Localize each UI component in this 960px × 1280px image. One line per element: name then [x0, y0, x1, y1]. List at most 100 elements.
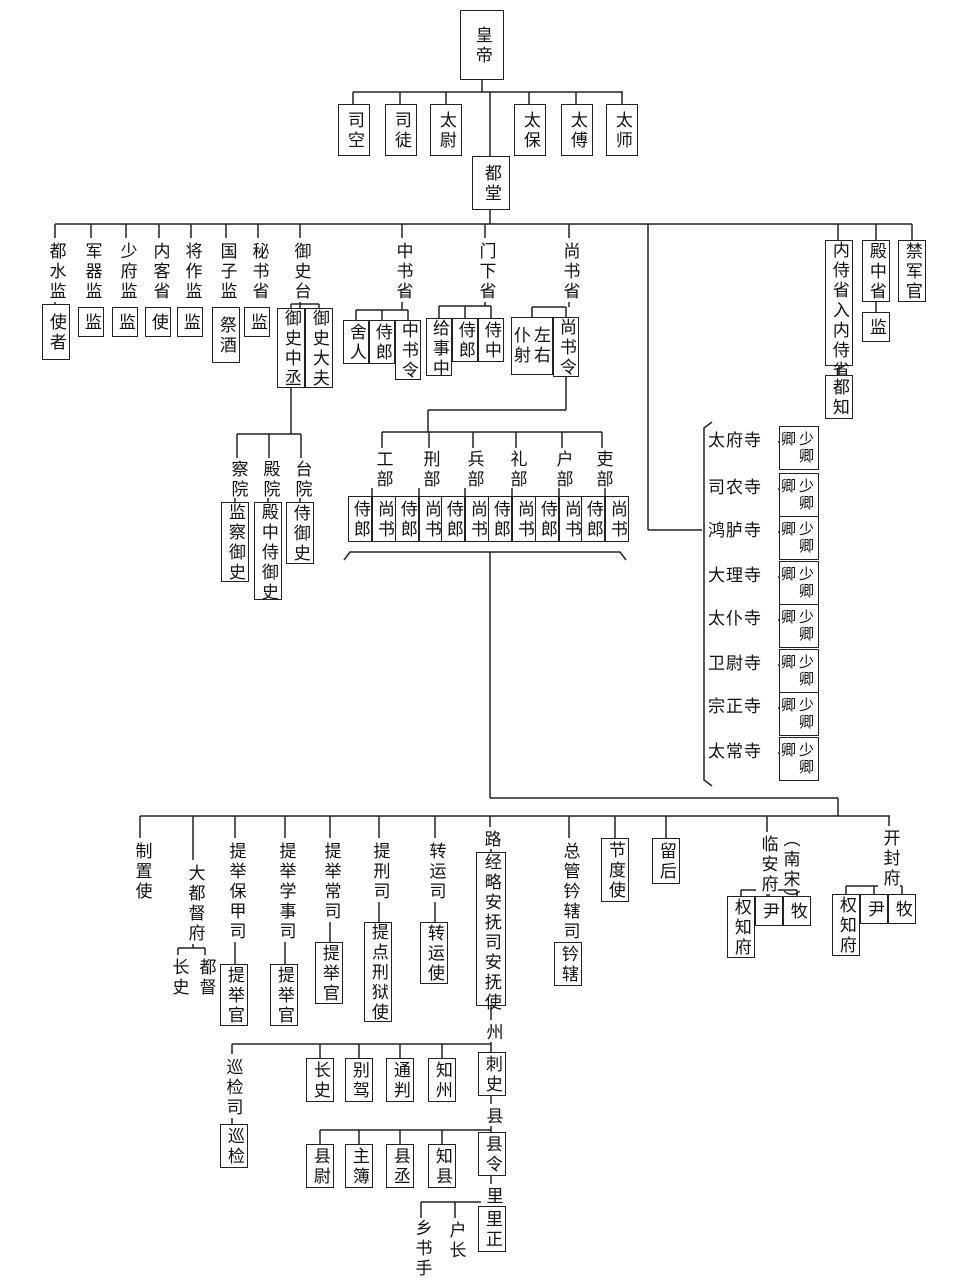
node-taipusi-qing: 少卿卿 [779, 604, 819, 648]
node-zhou: 州 [481, 1020, 503, 1043]
node-tijuxueshisi-guan: 提举官 [270, 964, 298, 1026]
node-label: 巡检 [223, 1127, 244, 1168]
node-sinongsi-qing: 少卿卿 [779, 473, 819, 517]
node-label: 开封府 [879, 829, 900, 889]
node-taichangsi-qing: 少卿卿 [779, 737, 819, 781]
node-taifusi: 太府寺 [708, 432, 778, 452]
node-label: 监 [80, 313, 101, 334]
node-jishizhong: 给事中 [426, 318, 452, 379]
node-mx-shilang: 侍郎 [452, 318, 478, 362]
node-changshi: 长史 [167, 955, 189, 998]
node-label: 尚书令 [555, 318, 576, 379]
node-li: 里 [481, 1184, 503, 1207]
node-label: 尚书省 [559, 242, 580, 302]
node-label: 监 [865, 318, 886, 339]
node-cishi: 刺史 [478, 1052, 506, 1096]
node-label: 监 [179, 313, 200, 334]
node-taishi: 太师 [606, 104, 638, 156]
node-label: 监察御史 [224, 503, 245, 584]
node-biejia: 别驾 [345, 1058, 373, 1102]
node-zhixian: 知县 [428, 1144, 456, 1188]
node-dalisi: 大理寺 [708, 567, 778, 587]
node-bingbu-shangshu: 尚书 [465, 496, 489, 542]
node-mishusheng: 秘书省 [247, 238, 269, 302]
node-label: 禁军官 [901, 242, 922, 303]
node-taichangsi: 太常寺 [708, 743, 778, 763]
node-label: 中书令 [397, 321, 418, 382]
node-dianzhongshiyushi: 殿中侍御史 [254, 502, 282, 603]
node-label: 太尉 [435, 111, 456, 152]
node-dushuijian: 都水监 [44, 238, 66, 302]
node-label: 侍中 [480, 321, 501, 362]
node-label: 尚书 [373, 500, 394, 541]
node-label: 提举官 [273, 966, 294, 1027]
node-label: 门下省 [475, 242, 496, 302]
node-label: 舍人 [345, 323, 366, 364]
node-dianzhongsheng: 殿中省 [862, 240, 890, 302]
node-tijuchangsi: 提举常司 [319, 838, 341, 922]
node-zhongshuling: 中书令 [395, 320, 421, 382]
node-libu2: 吏部 [591, 448, 613, 490]
node-tixingsi: 提刑司 [368, 838, 390, 902]
node-label: 太仆寺 [708, 609, 762, 629]
node-label: 内侍省入内侍省 [828, 241, 849, 381]
node-dianzhongsheng-jian: 监 [862, 312, 890, 342]
node-zhubu: 主簿 [345, 1144, 373, 1188]
node-la-quanzhifu: 权知府 [727, 896, 755, 958]
node-tijubaojiasi-guan: 提举官 [220, 964, 248, 1026]
node-label: 钤辖 [557, 945, 578, 986]
node-la-mu: 牧 [783, 896, 811, 926]
node-label: 节度使 [604, 841, 625, 902]
node-label: 权知府 [730, 898, 751, 959]
node-label: 留后 [655, 842, 676, 883]
node-label: 殿院 [259, 460, 280, 500]
node-hubu: 户部 [551, 448, 573, 490]
node-label: 都知 [828, 378, 849, 419]
node-label: 侍郎 [536, 500, 557, 541]
node-emperor: 皇帝 [460, 10, 504, 80]
node-taibao: 太保 [514, 104, 546, 156]
node-label: 太保 [519, 111, 540, 152]
node-label: 殿中省 [865, 242, 886, 303]
node-label: 尹 [863, 900, 884, 921]
node-label: 监 [114, 313, 135, 334]
node-label: 鸿胪寺 [708, 521, 762, 541]
node-label: 礼部 [506, 450, 527, 490]
node-label: 监 [246, 313, 267, 334]
node-label: 州 [482, 1023, 503, 1043]
node-menxiasheng: 门下省 [474, 238, 496, 302]
node-label: 提点刑狱使 [367, 923, 388, 1024]
node-label: 路 [480, 830, 501, 850]
node-label: 少卿卿 [779, 566, 815, 600]
node-label: （南宋） [779, 830, 800, 910]
node-taifusi-qing: 少卿卿 [779, 426, 819, 470]
node-jianchayushi: 监察御史 [221, 502, 249, 584]
node-xingbu-shilang: 侍郎 [395, 496, 419, 542]
node-label: 国子监 [216, 242, 237, 302]
node-label: 侍郎 [489, 500, 510, 541]
node-label: 都堂 [480, 164, 501, 205]
node-xianwei: 县尉 [306, 1144, 334, 1188]
node-gongbu: 工部 [371, 448, 393, 490]
node-shiyushi: 侍御史 [286, 502, 314, 564]
node-zongguanqianxiasi: 总管钤辖司 [558, 838, 580, 942]
node-label: 制置使 [131, 842, 152, 902]
node-label: 大理寺 [708, 566, 762, 586]
node-label: 皇帝 [471, 26, 492, 67]
node-label: 司农寺 [708, 478, 762, 498]
node-label: 御史中丞 [280, 309, 301, 390]
node-label: 刑部 [419, 450, 440, 490]
node-label: 尚书 [466, 500, 487, 541]
node-xianling: 县令 [478, 1132, 506, 1176]
node-xingbu: 刑部 [418, 448, 440, 490]
node-sinongsi: 司农寺 [708, 479, 778, 499]
node-label: 左右仆射 [510, 326, 550, 366]
node-taipusi: 太仆寺 [708, 610, 778, 630]
node-tijuxueshisi: 提举学事司 [274, 838, 296, 942]
node-xunjiansi: 巡检司 [221, 1054, 243, 1118]
node-label: 提举官 [223, 966, 244, 1027]
node-jinglueanfu: 经略安抚司安抚使 [476, 852, 506, 1013]
node-xingbu-shangshu: 尚书 [419, 496, 443, 542]
node-zhangshi: 长史 [306, 1058, 334, 1102]
node-neikesheng-shi: 使 [145, 307, 171, 337]
